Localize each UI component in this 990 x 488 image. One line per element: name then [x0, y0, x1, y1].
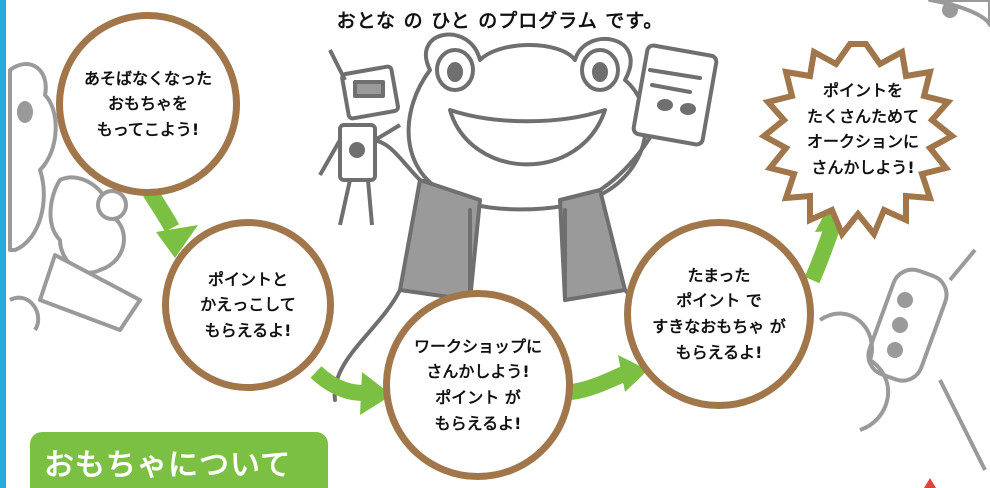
page-title: おとな の ひと のプログラム です。 [336, 10, 664, 32]
step-3-circle: ワークショップに さんかしよう! ポイント が もらえるよ! [383, 290, 573, 480]
robot-illustration [318, 49, 402, 226]
starburst [758, 41, 958, 240]
left-toys-illustration [8, 62, 142, 332]
step-1-circle: あそばなくなった おもちゃを もってこよう! [56, 12, 240, 196]
frog-illustration [332, 32, 719, 402]
section-heading: おもちゃについて [30, 432, 328, 488]
step-4-circle: たまった ポイント で すきなおもちゃ が もらえるよ! [624, 219, 814, 409]
step-1-text: あそばなくなった おもちゃを もってこよう! [83, 68, 212, 139]
section-heading-label: おもちゃについて [44, 448, 292, 483]
accent-bar [0, 0, 6, 488]
step-2-text: ポイントと かえっこして もらえるよ! [200, 269, 296, 340]
step-4-text: たまった ポイント で すきなおもちゃ が もらえるよ! [652, 265, 786, 362]
step-3-text: ワークショップに さんかしよう! ポイント が もらえるよ! [413, 336, 542, 433]
final-step-text: ポイントを たくさんためて オークションに さんかしよう! [806, 81, 919, 177]
step-2-circle: ポイントと かえっこして もらえるよ! [162, 219, 334, 391]
red-mark-icon [924, 478, 936, 488]
